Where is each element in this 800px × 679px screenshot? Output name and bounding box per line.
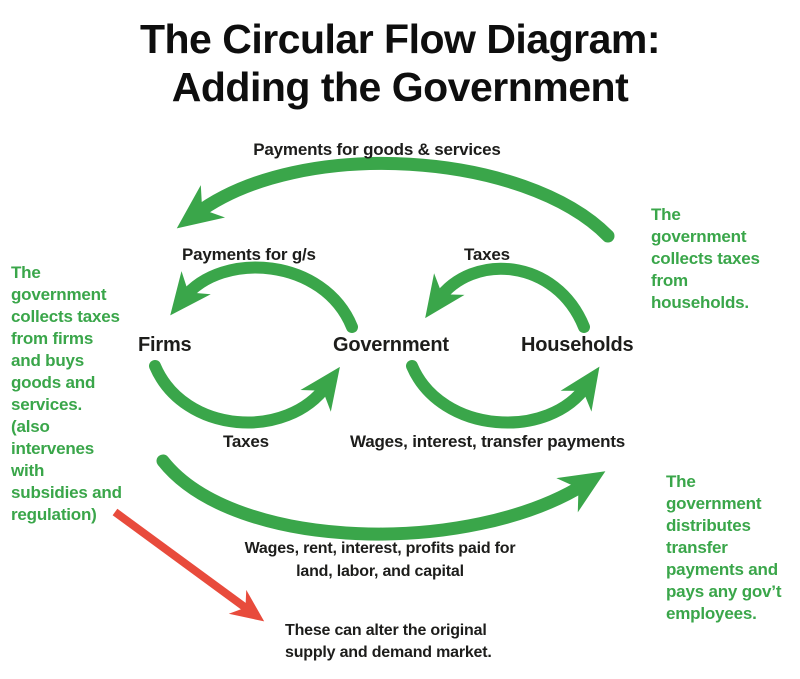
- arrow-taxes-firms-to-government: [149, 360, 340, 429]
- annotation-right-transfer-payments: The government distributes transfer paym…: [666, 472, 782, 623]
- flow-label-wages-interest-transfer: Wages, interest, transfer payments: [350, 432, 626, 451]
- node-households: Households: [521, 334, 634, 356]
- annotation-supply-demand-note: These can alter the original supply and …: [285, 622, 492, 661]
- arrow-wages-rent-firms-to-households: [156, 454, 606, 541]
- arrow-payments-gs-government-to-firms: [170, 261, 358, 333]
- annotation-left-government-firms: The government collects taxes from firms…: [11, 263, 122, 524]
- flow-label-taxes-top: Taxes: [464, 245, 510, 264]
- arrow-payments-goods-services: [176, 156, 615, 243]
- flow-label-taxes-bottom: Taxes: [223, 432, 269, 451]
- flow-label-payments-gs: Payments for g/s: [182, 245, 316, 264]
- node-government: Government: [333, 334, 449, 356]
- arrow-wages-transfer-government-to-households: [406, 360, 600, 429]
- arrow-taxes-households-to-government: [425, 262, 590, 333]
- node-firms: Firms: [138, 334, 192, 356]
- flow-label-wages-rent-interest-profits: Wages, rent, interest, profits paid for …: [244, 540, 516, 580]
- red-arrow: [112, 508, 265, 622]
- flow-label-payments-goods-services: Payments for goods & services: [253, 140, 501, 159]
- page-title: The Circular Flow Diagram: Adding the Go…: [139, 16, 661, 110]
- annotation-right-taxes-households: The government collects taxes from house…: [651, 205, 760, 312]
